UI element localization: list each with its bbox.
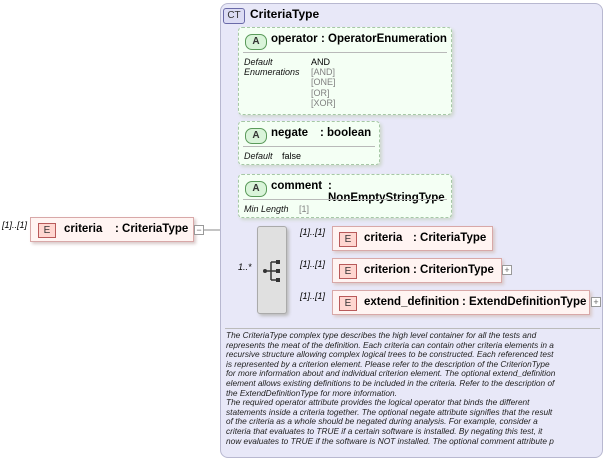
attribute-separator	[243, 199, 447, 200]
attribute-name: negate	[271, 127, 309, 139]
default-label: Default	[244, 57, 273, 67]
documentation-line: statements inside a criteria together. T…	[226, 406, 553, 417]
documentation-line: recursive structure allowing complex log…	[226, 349, 554, 360]
root-element-criteria[interactable]: E criteria : CriteriaType	[30, 217, 194, 242]
min-length-label: Min Length	[244, 204, 289, 214]
attribute-type: : boolean	[320, 127, 372, 139]
enumerations-label: Enumerations	[244, 67, 300, 77]
attribute-separator	[243, 146, 375, 147]
sequence-cardinality: 1..*	[238, 262, 252, 272]
default-value: false	[282, 151, 302, 161]
attribute-negate[interactable]: A negate : boolean Default false	[238, 121, 380, 165]
sequence-icon	[263, 260, 280, 282]
attribute-operator[interactable]: A operator : OperatorEnumeration Default…	[238, 27, 452, 115]
element-type: : CriteriaType	[413, 232, 487, 244]
enum-value: [XOR]	[311, 98, 336, 108]
complex-type-badge-icon: CT	[223, 8, 245, 24]
attribute-type: : NonEmptyStringType	[328, 180, 445, 204]
child-cardinality: [1]..[1]	[300, 259, 326, 269]
element-name: criteria	[64, 223, 103, 235]
expand-plus-icon[interactable]: +	[502, 265, 512, 275]
child-element-extend-definition[interactable]: E extend_definition : ExtendDefinitionTy…	[332, 290, 590, 315]
documentation-line: criteria that evaluates to TRUE if a cer…	[226, 425, 543, 436]
documentation-line: now evaluates to TRUE if the software is…	[226, 435, 554, 446]
child-cardinality: [1]..[1]	[300, 291, 326, 301]
attribute-badge-icon: A	[245, 128, 267, 144]
element-name: extend_definition	[364, 296, 460, 308]
element-badge-icon: E	[38, 223, 56, 238]
documentation-line: the ExtendDefinitionType for more inform…	[226, 387, 397, 398]
enum-value: [ONE]	[311, 77, 336, 87]
documentation-line: The required operator attribute provides…	[226, 397, 530, 408]
attribute-name: operator	[271, 33, 318, 45]
element-name: criteria	[364, 232, 403, 244]
documentation-line: of the criteria as a whole should be neg…	[226, 416, 538, 427]
documentation-line: element allows existing definitions to b…	[226, 377, 555, 388]
element-type: : ExtendDefinitionType	[462, 296, 587, 308]
attribute-badge-icon: A	[245, 181, 267, 197]
child-element-criterion[interactable]: E criterion : CriterionType	[332, 258, 502, 283]
element-name: criterion	[364, 264, 411, 276]
enum-value: [AND]	[311, 67, 336, 77]
attribute-name: comment	[271, 180, 323, 192]
root-cardinality: [1]..[1]	[2, 220, 28, 230]
sequence-compositor[interactable]	[257, 226, 287, 314]
element-badge-icon: E	[339, 232, 357, 247]
default-value: AND	[311, 57, 331, 67]
min-length-value: [1]	[299, 204, 310, 214]
attribute-separator	[243, 52, 447, 53]
attribute-badge-icon: A	[245, 34, 267, 50]
element-type: : CriteriaType	[115, 223, 189, 235]
documentation-line: The CriteriaType complex type describes …	[226, 331, 537, 340]
attribute-type: : OperatorEnumeration	[321, 33, 447, 45]
documentation-separator	[225, 328, 600, 329]
complex-type-name: CriteriaType	[250, 7, 320, 21]
default-label: Default	[244, 151, 273, 161]
documentation-line: represents the meat of the definition. E…	[226, 339, 554, 350]
documentation-line: is represented by a criterion element. P…	[226, 358, 550, 369]
element-badge-icon: E	[339, 296, 357, 311]
child-cardinality: [1]..[1]	[300, 227, 326, 237]
enum-value: [OR]	[311, 88, 330, 98]
attribute-comment[interactable]: A comment : NonEmptyStringType Min Lengt…	[238, 174, 452, 218]
element-type: : CriterionType	[413, 264, 494, 276]
expand-plus-icon[interactable]: +	[591, 297, 601, 307]
documentation-line: for more information about and individua…	[226, 368, 556, 379]
element-badge-icon: E	[339, 264, 357, 279]
child-element-criteria[interactable]: E criteria : CriteriaType	[332, 226, 493, 251]
documentation-text: The CriteriaType complex type describes …	[226, 331, 598, 455]
collapse-minus-icon[interactable]: −	[194, 225, 204, 235]
